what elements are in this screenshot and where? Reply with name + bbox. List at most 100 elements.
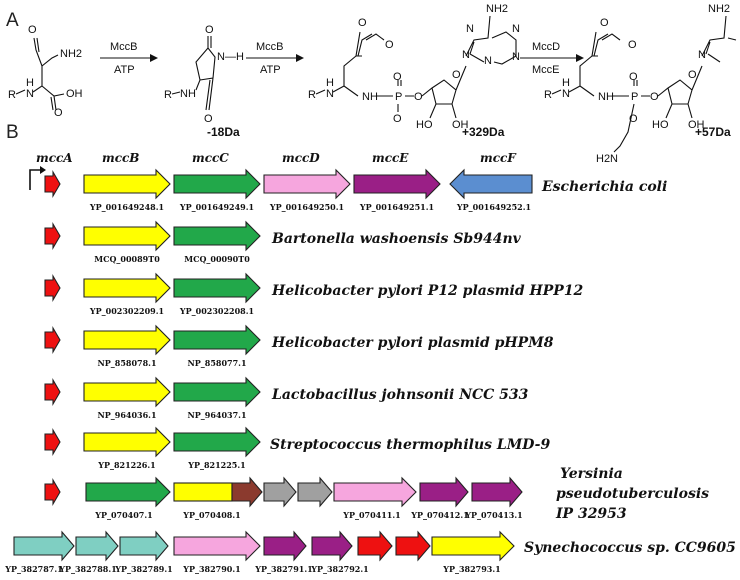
gene-header-label: mccD <box>282 151 320 165</box>
atom-label: R <box>164 89 172 101</box>
atom-label: N <box>466 23 474 35</box>
promoter-arrowhead <box>40 166 46 174</box>
atom-label: R <box>544 89 552 101</box>
gene-arrow-mccC <box>173 168 261 200</box>
reaction-scheme: NH2 O R N H OH O MccB ATP O N—H R NH O -… <box>8 3 737 165</box>
panel-a-label: A <box>6 10 19 31</box>
atom-label: N <box>26 88 34 100</box>
cluster-row: NP_858078.1 NP_858077.1 Helicobacter pyl… <box>44 324 554 368</box>
cluster-row: NP_964036.1 NP_964037.1 Lactobacillus jo… <box>44 376 529 420</box>
atom-label: O <box>600 17 609 29</box>
accession-label: YP_001649248.1 <box>89 202 164 212</box>
accession-label: YP_382792.1 <box>310 564 368 574</box>
accession-label: YP_001649251.1 <box>359 202 434 212</box>
accession-label: NP_858077.1 <box>187 358 246 368</box>
reaction-step-1: MccB ATP <box>100 41 158 76</box>
atom-label: O <box>205 24 214 36</box>
accession-label: NP_964036.1 <box>97 410 156 420</box>
atom-label: P <box>631 91 638 103</box>
organism-name: Streptococcus thermophilus LMD-9 <box>270 437 550 453</box>
molecule-aspartyl-adenylate: O O R N H NH P O O O O HO OH NH2 N N N N… <box>308 3 520 131</box>
molecule-asparagine: NH2 O R N H OH O <box>8 24 83 119</box>
atom-label: OH <box>452 119 469 131</box>
accession-label: YP_070412.1 <box>410 510 468 520</box>
promoter-arrow <box>29 169 42 190</box>
accession-label: YP_002302208.1 <box>179 306 254 316</box>
gene-arrow-mccC <box>173 376 261 408</box>
panel-b-label: B <box>6 122 19 143</box>
organism-name: pseudotuberculosis <box>556 486 709 502</box>
accession-label: YP_821225.1 <box>187 460 245 470</box>
enzyme-label: MccE <box>532 64 560 76</box>
gene-arrow-mccA <box>44 477 61 507</box>
gene-header: mccA mccB mccC mccD mccE mccF <box>36 151 517 165</box>
atom-label: N <box>512 51 520 63</box>
organism-name: Synechococcus sp. CC9605 <box>524 540 736 556</box>
organism-name: Lactobacillus johnsonii NCC 533 <box>271 387 529 403</box>
gene-arrow-mccB-part <box>173 482 233 502</box>
atom-label: H <box>26 77 34 89</box>
gene-arrow-mccB <box>83 168 171 200</box>
atom-label: OH <box>66 88 83 100</box>
organism-name: IP 32953 <box>555 506 627 522</box>
accession-label: YP_382790.1 <box>182 564 240 574</box>
atom-label: O <box>393 71 402 83</box>
gene-header-label: mccE <box>372 151 409 165</box>
gene-arrow-mccB <box>83 426 171 458</box>
gene-arrow-mccD <box>173 530 261 562</box>
gene-arrow-gray <box>263 476 297 508</box>
organism-name: Yersinia <box>560 466 623 482</box>
atom-label: R <box>8 89 16 101</box>
mass-shift-3: +57Da <box>695 125 731 139</box>
cofactor-label: ATP <box>114 64 135 76</box>
gene-arrow-mccA <box>395 530 431 562</box>
accession-label: NP_858078.1 <box>97 358 156 368</box>
molecule-aminopropylated-product: O O R N H NH P O O O O H2N HO OH NH2 N <box>544 3 737 165</box>
gene-header-label: mccA <box>36 151 73 165</box>
atom-label: O <box>688 69 697 81</box>
cluster-row: YP_821226.1 YP_821225.1 Streptococcus th… <box>44 426 550 470</box>
gene-arrow-mccC <box>173 426 261 458</box>
atom-label: HO <box>652 119 669 131</box>
gene-arrow-mccB <box>83 324 171 356</box>
gene-arrow-gray <box>297 476 333 508</box>
cluster-row: YP_070407.1 YP_070408.1 YP_070411.1 YP_0… <box>44 466 709 522</box>
gene-arrow-mccB <box>431 530 515 562</box>
organism-name: Bartonella washoensis Sb944nv <box>271 231 522 247</box>
gene-arrow-mccE <box>311 530 353 562</box>
atom-label: O <box>28 24 37 36</box>
gene-arrow-teal <box>13 530 75 562</box>
gene-arrow-mccE <box>419 476 469 508</box>
atom-label: O <box>629 113 638 125</box>
atom-label: H <box>326 77 334 89</box>
accession-label: YP_382787.1 <box>4 564 62 574</box>
gene-arrow-mccB <box>83 220 171 252</box>
cluster-row: MCQ_00089T0 MCQ_00090T0 Bartonella washo… <box>44 220 522 264</box>
atom-label: H <box>562 77 570 89</box>
organism-name: Helicobacter pylori plasmid pHPM8 <box>271 335 554 351</box>
mass-shift-2: +329Da <box>462 125 505 139</box>
mass-shift-1: -18Da <box>207 125 240 139</box>
atom-label: N <box>484 55 492 67</box>
gene-arrow-mccE <box>263 530 307 562</box>
gene-arrow-mccA <box>44 325 61 355</box>
atom-label: O <box>393 113 402 125</box>
reaction-step-3: MccD MccE <box>520 41 584 76</box>
accession-label: MCQ_00089T0 <box>94 254 160 264</box>
atom-label: N <box>512 23 520 35</box>
accession-label: YP_382789.1 <box>114 564 172 574</box>
gene-arrow-mccB <box>83 272 171 304</box>
atom-label: NH <box>598 91 614 103</box>
atom-label: O <box>629 71 638 83</box>
accession-label: YP_002302209.1 <box>89 306 164 316</box>
gene-arrow-mccD <box>263 168 351 200</box>
gene-arrow-mccA <box>44 273 61 303</box>
organism-name: Helicobacter pylori P12 plasmid HPP12 <box>271 283 584 299</box>
atom-label: O <box>358 17 367 29</box>
accession-label: YP_070413.1 <box>464 510 522 520</box>
gene-arrow-mccC <box>173 220 261 252</box>
accession-label: YP_070408.1 <box>182 510 240 520</box>
gene-header-label: mccC <box>192 151 229 165</box>
atom-label: NH <box>362 91 378 103</box>
